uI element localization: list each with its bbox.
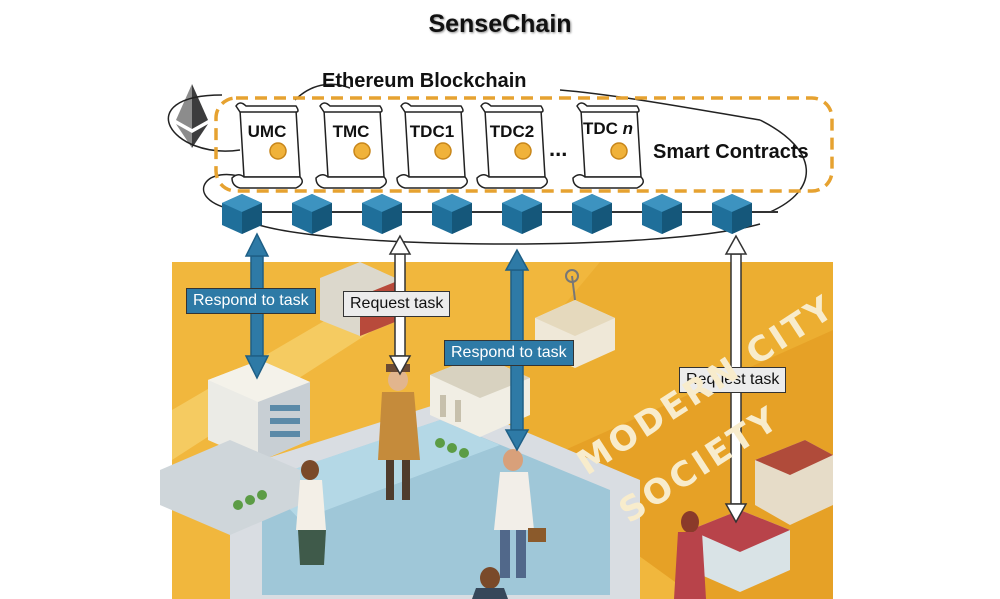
block-5 — [502, 194, 542, 234]
contract-label-tmc: TMC — [332, 122, 370, 141]
respond-task-label-2: Respond to task — [444, 340, 574, 366]
smart-contracts-label: Smart Contracts — [653, 141, 809, 163]
block-4 — [432, 194, 472, 234]
building-right — [690, 440, 833, 592]
contracts-ellipsis: ... — [549, 136, 568, 161]
block-1 — [222, 194, 262, 234]
tdc1-seal-icon — [434, 142, 452, 160]
request-task-label-1: Request task — [343, 291, 451, 317]
smart-contracts-container — [214, 96, 834, 193]
contract-tdc2 — [476, 102, 548, 189]
contract-label-tdc2: TDC2 — [489, 122, 535, 141]
person-standing-left — [296, 460, 326, 565]
contract-umc — [231, 102, 303, 189]
contract-tdc1 — [396, 102, 468, 189]
contract-label-tdcn-sub: n — [622, 119, 634, 138]
tdcn-seal-icon — [610, 142, 628, 160]
block-chain — [222, 194, 778, 234]
respond-task-label-1: Respond to task — [186, 288, 316, 314]
tdc2-seal-icon — [514, 142, 532, 160]
contract-scrolls — [231, 102, 644, 189]
building-left — [160, 360, 310, 535]
contract-label-tdcn: TDC n — [573, 119, 643, 139]
block-2 — [292, 194, 332, 234]
blockchain-label: Ethereum Blockchain — [322, 70, 527, 92]
block-8 — [712, 194, 752, 234]
contract-tdcn — [572, 102, 644, 189]
person-bottom-right — [674, 511, 706, 599]
umc-seal-icon — [269, 142, 287, 160]
block-7 — [642, 194, 682, 234]
request-task-label-2: Request task — [679, 367, 787, 393]
contract-label-tdc1: TDC1 — [409, 122, 455, 141]
contract-tmc — [315, 102, 387, 189]
person-bottom-center — [472, 567, 508, 599]
block-3 — [362, 194, 402, 234]
person-briefcase — [494, 449, 546, 578]
tmc-seal-icon — [353, 142, 371, 160]
block-6 — [572, 194, 612, 234]
diagram-title: SenseChain — [428, 10, 572, 38]
contract-label-tdcn-main: TDC — [582, 119, 618, 138]
contract-label-umc: UMC — [247, 122, 287, 141]
trees — [233, 438, 469, 510]
